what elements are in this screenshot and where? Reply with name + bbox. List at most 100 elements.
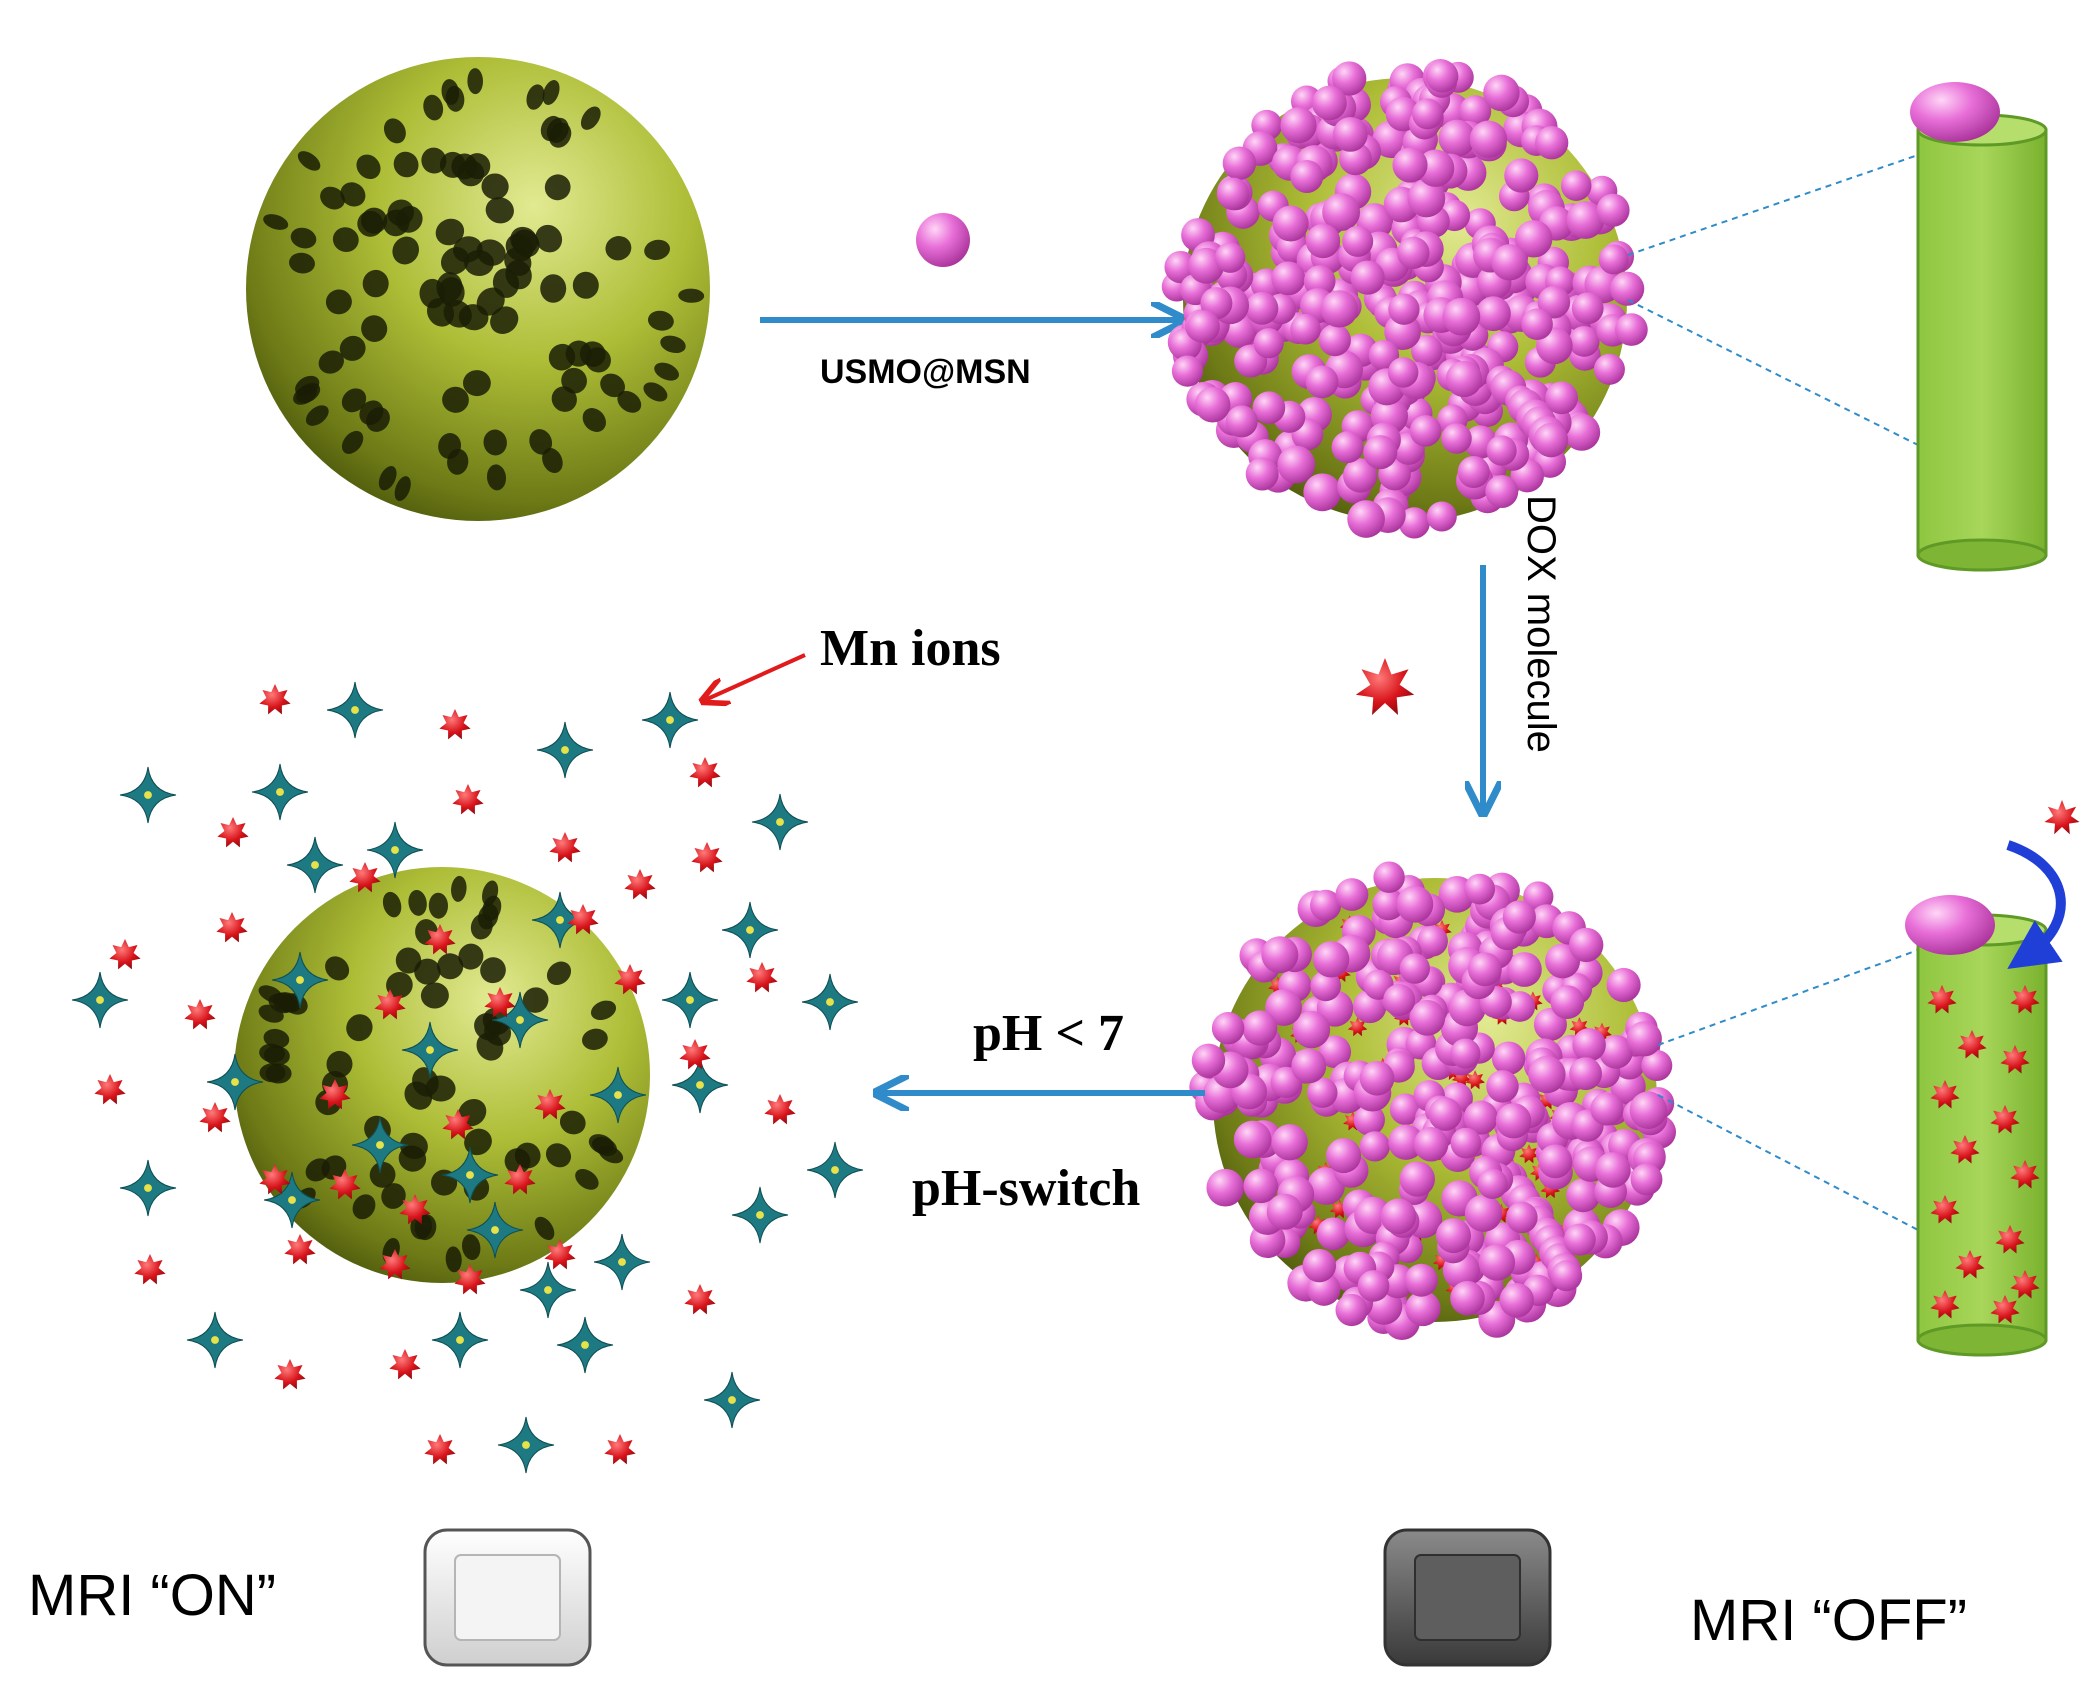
dox-star-icon — [1347, 1017, 1368, 1037]
usmo-nanoparticle-icon — [916, 213, 970, 267]
dox-star-icon — [424, 1434, 456, 1465]
swirl-arrow-icon — [2006, 840, 2066, 969]
mn-ion-icon — [271, 951, 329, 1009]
dox-star-icon — [746, 962, 778, 993]
mn-ion-icon — [497, 1416, 555, 1474]
dox-star-icon — [1927, 985, 1957, 1014]
mn-ion-icon — [593, 1233, 651, 1291]
mn-ion-icon — [589, 1066, 647, 1124]
ph-switch-label: pH-switch — [912, 1160, 1140, 1217]
usmo-cap-icon — [1910, 82, 2000, 142]
dox-star-icon — [109, 939, 141, 970]
mri-on-label: MRI “ON” — [28, 1563, 276, 1628]
mn-ion-icon — [186, 1311, 244, 1369]
mn-ion-icon — [536, 721, 594, 779]
dox-star-icon — [94, 1074, 126, 1105]
dox-star-icon — [2000, 1045, 2030, 1074]
mn-ion-icon — [251, 763, 309, 821]
pore-cylinder-loaded — [1905, 800, 2080, 1357]
dox-star-icon — [217, 817, 249, 848]
dox-star-icon — [399, 1194, 431, 1225]
dox-star-icon — [484, 987, 516, 1018]
mn-ion-icon — [491, 991, 549, 1049]
dox-star-icon — [329, 1169, 361, 1200]
mn-ion-icon — [431, 1311, 489, 1369]
dox-star-icon — [349, 862, 381, 893]
pore-holes — [263, 68, 705, 502]
mn-ion-icon — [401, 1021, 459, 1079]
ph-condition-label: pH < 7 — [973, 1005, 1124, 1062]
mn-ion-icon — [801, 973, 859, 1031]
dox-star-icon — [764, 1094, 796, 1125]
usmo-particle-layer — [1189, 861, 1677, 1340]
dox-star-icon — [1990, 1105, 2020, 1134]
dox-star-icon — [614, 964, 646, 995]
dox-star-icon — [184, 999, 216, 1030]
dox-star-icon — [1957, 1030, 1987, 1059]
mn-ion-icon — [351, 1116, 409, 1174]
mn-ion-icon — [806, 1141, 864, 1199]
dox-star-icon — [2010, 985, 2040, 1014]
dox-star-icon — [2010, 1270, 2040, 1299]
usmo-coated-sphere-top — [1161, 59, 1648, 539]
mn-ion-icon — [641, 691, 699, 749]
dox-star-icon — [379, 1249, 411, 1280]
mn-ion-icon — [326, 681, 384, 739]
zoom-line-bottom-upper — [1657, 949, 1919, 1046]
released-mn-and-dox — [71, 681, 864, 1474]
dox-star-icon — [454, 1264, 486, 1295]
mn-ions-arrow — [705, 653, 806, 700]
dox-star-icon — [284, 1234, 316, 1265]
zoom-line-top-lower — [1627, 299, 1919, 446]
mn-ion-icon — [286, 836, 344, 894]
mn-ion-icon — [519, 1261, 577, 1319]
dox-star-icon — [549, 832, 581, 863]
mn-ion-icon — [731, 1186, 789, 1244]
dox-molecule-label: DOX molecule — [1519, 495, 1563, 753]
dox-star-icon — [2010, 1160, 2040, 1189]
dox-star-icon — [684, 1284, 716, 1315]
dox-star-icon — [567, 904, 599, 935]
mri-on-indicator — [423, 1528, 592, 1667]
mri-off-label: MRI “OFF” — [1690, 1588, 1967, 1653]
zoom-line-top-upper — [1627, 154, 1919, 256]
dox-star-icon — [1990, 1295, 2020, 1324]
mn-ion-icon — [206, 1053, 264, 1111]
dox-star-icon — [604, 1434, 636, 1465]
dox-star-icon — [1930, 1290, 1960, 1319]
mn-ion-icon — [441, 1146, 499, 1204]
dox-star-icon — [1569, 1017, 1590, 1037]
dox-star-icon — [534, 1089, 566, 1120]
dox-star-icon — [1950, 1135, 1980, 1164]
usmo-msn-label: USMO@MSN — [820, 353, 1031, 391]
mn-ion-icon — [703, 1371, 761, 1429]
dox-star-icon — [504, 1164, 536, 1195]
mn-ion-icon — [556, 1316, 614, 1374]
dox-star-icon — [689, 757, 721, 788]
mesoporous-silica-sphere-bare — [246, 57, 710, 521]
mn-ion-icon — [71, 971, 129, 1029]
mn-ion-icon — [661, 971, 719, 1029]
dox-star-icon — [442, 1109, 474, 1140]
mn-ion-icon — [119, 1159, 177, 1217]
dox-star-icon — [134, 1254, 166, 1285]
mn-ion-icon — [671, 1056, 729, 1114]
dox-star-icon — [1995, 1225, 2025, 1254]
dox-star-icon — [259, 1164, 291, 1195]
dox-star-icon — [374, 989, 406, 1020]
usmo-cap-icon — [1905, 895, 1995, 955]
mn-ion-icon — [119, 766, 177, 824]
dox-star-icon — [439, 709, 471, 740]
mn-ions-label: Mn ions — [820, 620, 1001, 677]
usmo-particle-layer — [1161, 59, 1648, 539]
dox-star-icon — [1592, 1022, 1612, 1042]
dox-star-icon — [1465, 1070, 1485, 1090]
usmo-coated-sphere-loaded — [1189, 861, 1677, 1340]
dox-star-icon — [1930, 1195, 1960, 1224]
mri-off-indicator — [1383, 1528, 1552, 1667]
dox-star-icon — [274, 1359, 306, 1390]
dox-in-pore — [1927, 985, 2040, 1324]
dox-star-icon — [1519, 1144, 1539, 1164]
dox-star-icon — [216, 912, 248, 943]
